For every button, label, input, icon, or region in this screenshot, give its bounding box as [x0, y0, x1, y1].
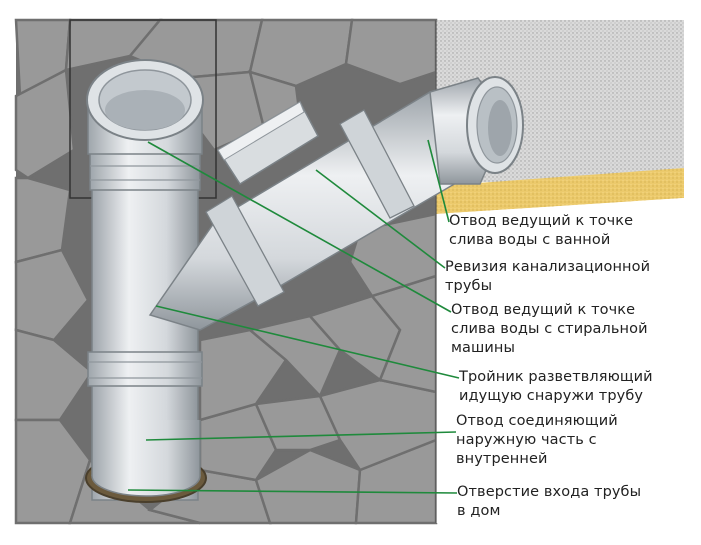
leader-lines [127, 139, 460, 494]
label-inlet: Отверстие входа трубы в дом [457, 484, 642, 519]
leader-washer [147, 141, 452, 313]
branch-pipe [148, 76, 524, 331]
leader-inlet [127, 489, 458, 494]
label-washer-outlet: Отвод ведущий к точке слива воды с стира… [451, 302, 648, 356]
label-bath-outlet: Отвод ведущий к точке слива воды с ванно… [449, 213, 634, 248]
leader-bath [427, 139, 450, 223]
label-revision: Ревизия канализационной трубы [445, 259, 651, 294]
leader-connector [145, 431, 457, 441]
label-connector: Отвод соединяющий наружную часть с внутр… [456, 413, 618, 467]
label-tee: Тройник разветвляющий идущую снаружи тру… [459, 369, 653, 404]
leader-revision [315, 169, 446, 269]
leader-tee [155, 305, 460, 379]
